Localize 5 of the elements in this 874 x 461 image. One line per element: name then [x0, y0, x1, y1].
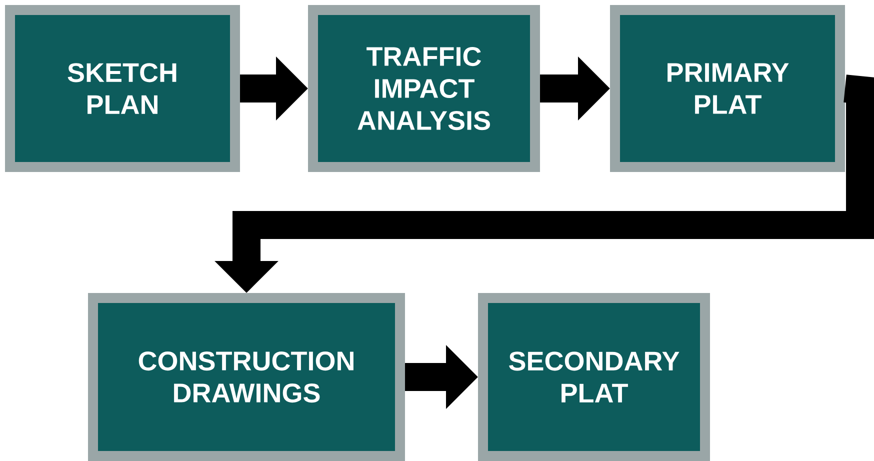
process-box: CONSTRUCTION DRAWINGS — [88, 293, 405, 461]
process-box: SKETCH PLAN — [5, 5, 240, 172]
process-box: TRAFFIC IMPACT ANALYSIS — [308, 5, 540, 172]
process-box: SECONDARY PLAT — [478, 293, 710, 461]
process-box: PRIMARY PLAT — [610, 5, 845, 172]
